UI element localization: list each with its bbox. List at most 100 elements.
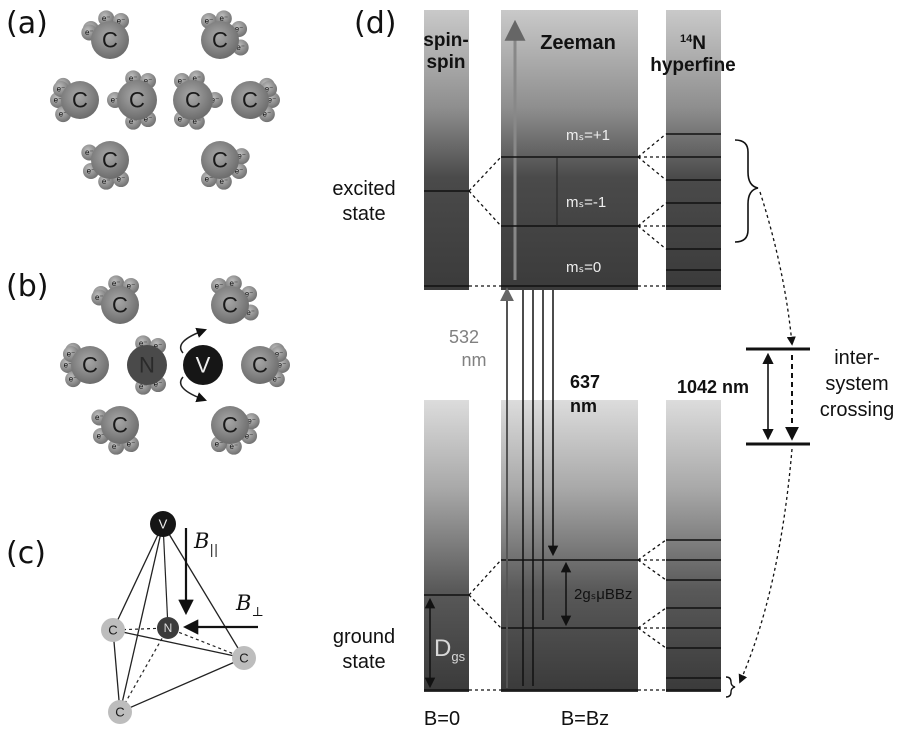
svg-text:C: C xyxy=(129,88,145,113)
svg-text:e⁻: e⁻ xyxy=(102,14,111,23)
isc-label-2: system xyxy=(825,373,888,395)
svg-text:e⁻: e⁻ xyxy=(229,279,238,288)
carbon-atom: C xyxy=(211,406,249,444)
b-perp-label: B⊥ xyxy=(235,591,264,620)
carbon-atom: C xyxy=(241,346,279,384)
carbon-atom: C xyxy=(201,21,239,59)
dangling-bond-arrows xyxy=(179,327,207,403)
svg-text:N: N xyxy=(139,353,155,378)
svg-text:e⁻: e⁻ xyxy=(127,281,136,290)
svg-text:e⁻: e⁻ xyxy=(112,279,121,288)
svg-text:e⁻: e⁻ xyxy=(57,85,66,94)
ms-plus-label: mₛ=+1 xyxy=(566,127,610,144)
svg-text:e⁻: e⁻ xyxy=(129,117,138,126)
svg-text:e⁻: e⁻ xyxy=(97,432,106,441)
svg-text:e⁻: e⁻ xyxy=(112,442,121,451)
tetra-carbon-left: C xyxy=(101,618,125,642)
zeeman-column-excited xyxy=(501,10,638,290)
tetra-nitrogen: N xyxy=(157,617,179,639)
svg-text:e⁻: e⁻ xyxy=(263,110,272,119)
emission-wavelength: 637 xyxy=(570,372,600,392)
excitation-wavelength: 532 xyxy=(449,327,479,347)
carbon-atom: C xyxy=(231,81,269,119)
isc-wavelength: 1042 nm xyxy=(677,377,749,397)
svg-text:e⁻: e⁻ xyxy=(129,74,138,83)
isc-label-3: crossing xyxy=(820,399,894,421)
svg-text:e⁻: e⁻ xyxy=(85,148,94,157)
carbon-atom-center: C xyxy=(117,80,157,120)
svg-text:N: N xyxy=(164,621,173,635)
isc-input-path xyxy=(759,191,796,346)
carbon-atom-center: C xyxy=(173,80,213,120)
svg-text:e⁻: e⁻ xyxy=(273,375,282,384)
panel-label-c: (c) xyxy=(6,536,46,571)
svg-text:e⁻: e⁻ xyxy=(275,350,284,359)
zeeman-header: Zeeman xyxy=(540,32,616,54)
svg-text:V: V xyxy=(196,353,211,378)
svg-text:e⁻: e⁻ xyxy=(237,152,246,161)
spin-spin-header-1: spin- xyxy=(423,30,468,51)
svg-text:e⁻: e⁻ xyxy=(87,167,96,176)
svg-text:e⁻: e⁻ xyxy=(215,440,224,449)
energy-level-diagram: spin- spin Zeeman 14N hyperfine mₛ=+1 mₛ… xyxy=(332,10,894,730)
svg-text:e⁻: e⁻ xyxy=(219,14,228,23)
svg-text:V: V xyxy=(159,517,168,532)
svg-text:e⁻: e⁻ xyxy=(144,76,153,85)
svg-text:e⁻: e⁻ xyxy=(85,28,94,37)
carbon-atom: C xyxy=(61,81,99,119)
ground-connectors xyxy=(468,539,667,691)
svg-text:e⁻: e⁻ xyxy=(54,96,63,105)
svg-text:e⁻: e⁻ xyxy=(235,25,244,34)
nv-center-lattice-b: e⁻e⁻e⁻e⁻e⁻e⁻e⁻e⁻e⁻e⁻e⁻e⁻e⁻e⁻e⁻e⁻e⁻e⁻e⁻e⁻… xyxy=(60,275,290,455)
svg-text:e⁻: e⁻ xyxy=(219,177,228,186)
ms-zero-label: mₛ=0 xyxy=(566,259,601,276)
svg-text:e⁻: e⁻ xyxy=(278,361,287,370)
svg-text:C: C xyxy=(242,88,258,113)
hyperfine-column-ground xyxy=(666,400,721,692)
svg-text:e⁻: e⁻ xyxy=(215,281,224,290)
carbon-atom: C xyxy=(71,346,109,384)
svg-text:e⁻: e⁻ xyxy=(64,361,73,370)
svg-text:e⁻: e⁻ xyxy=(59,110,68,119)
svg-text:C: C xyxy=(212,28,228,53)
svg-text:e⁻: e⁻ xyxy=(247,417,256,426)
b-z-label: B=Bz xyxy=(561,708,609,730)
spin-spin-header-2: spin xyxy=(426,52,465,73)
svg-text:e⁻: e⁻ xyxy=(205,16,214,25)
svg-text:C: C xyxy=(108,623,117,638)
svg-text:e⁻: e⁻ xyxy=(178,76,187,85)
ground-state-label-2: state xyxy=(342,651,385,673)
svg-text:e⁻: e⁻ xyxy=(192,74,201,83)
svg-text:C: C xyxy=(102,28,118,53)
svg-text:C: C xyxy=(112,413,128,438)
excited-hyperfine-levels xyxy=(666,133,721,287)
excitation-unit: nm xyxy=(461,350,486,370)
svg-text:e⁻: e⁻ xyxy=(111,96,120,105)
b-parallel-label: B|| xyxy=(193,529,218,558)
svg-text:C: C xyxy=(222,293,238,318)
ms-minus-label: mₛ=-1 xyxy=(566,194,606,211)
diamond-lattice-a: e⁻ e⁻ e⁻ e⁻ e⁻ e⁻ e⁻ e⁻ e⁻ e⁻ e⁻ e⁻ e⁻ e⁻ e⁻ e⁻ e⁻ e⁻ e⁻ e⁻… xyxy=(50,10,280,190)
isc-output-path xyxy=(738,448,793,684)
carbon-atom: C xyxy=(91,21,129,59)
svg-text:e⁻: e⁻ xyxy=(69,375,78,384)
svg-text:e⁻: e⁻ xyxy=(236,43,245,52)
ground-brace xyxy=(725,676,736,698)
excited-brace xyxy=(734,139,759,243)
zeeman-column-ground xyxy=(501,400,638,692)
svg-text:e⁻: e⁻ xyxy=(192,117,201,126)
spin-spin-column-excited xyxy=(424,10,469,290)
zeeman-splitting-label: 2gₛμBBz xyxy=(574,586,632,603)
tetrahedron-edges xyxy=(112,523,245,713)
svg-text:e⁻: e⁻ xyxy=(127,440,136,449)
hyperfine-header-1: 14N xyxy=(680,33,706,54)
carbon-atom: C xyxy=(211,286,249,324)
panel-label-a: (a) xyxy=(6,6,48,41)
svg-text:C: C xyxy=(115,705,124,720)
hyperfine-column-excited xyxy=(666,10,721,290)
isc-label-1: inter- xyxy=(834,347,880,369)
dgs-label: Dgs xyxy=(434,635,466,664)
svg-text:C: C xyxy=(82,353,98,378)
svg-text:e⁻: e⁻ xyxy=(229,442,238,451)
tetra-carbon-right: C xyxy=(232,646,256,670)
